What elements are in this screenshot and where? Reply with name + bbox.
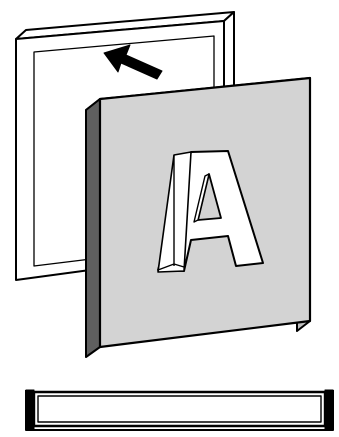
letter-a	[157, 150, 264, 273]
arrow-icon	[103, 44, 163, 80]
front-panel	[85, 76, 312, 358]
side-view	[25, 389, 334, 431]
